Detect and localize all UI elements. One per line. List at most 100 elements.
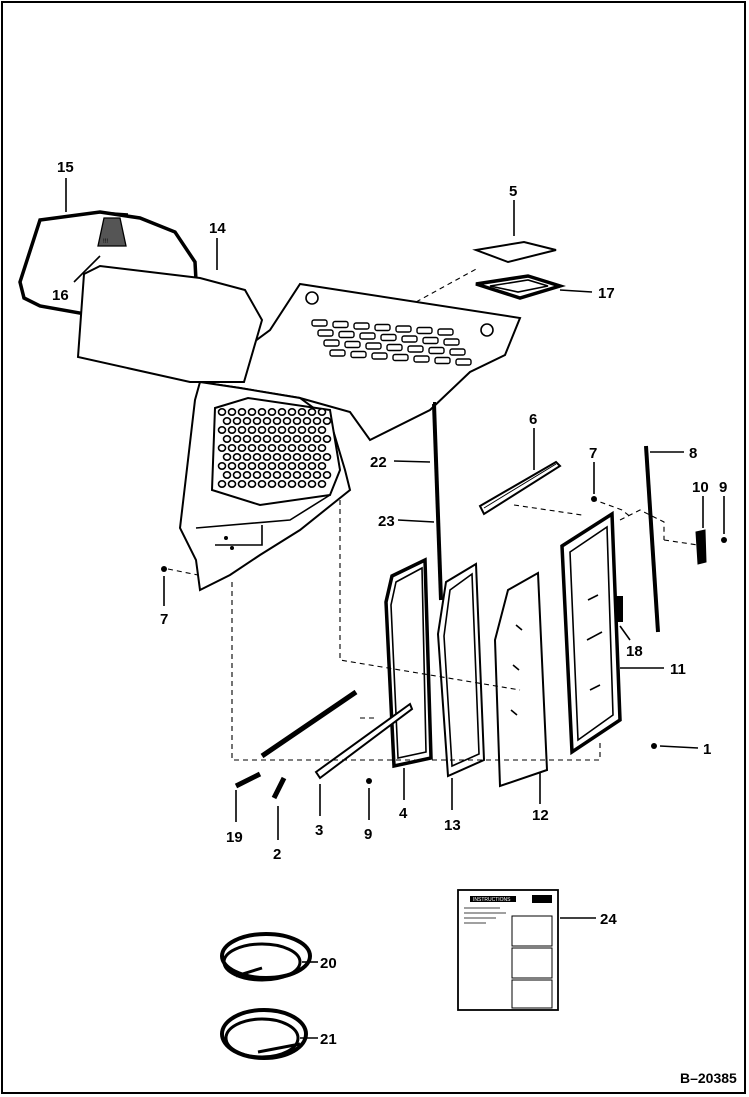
grille-cell (292, 416, 302, 425)
decal-heading: INSTRUCTIONS (473, 897, 511, 903)
front-post-strip (432, 402, 443, 601)
grille-cell (267, 425, 277, 434)
grille-cell (312, 470, 322, 479)
grille-mesh (217, 407, 332, 488)
grille-cell (237, 407, 247, 416)
callout-6: 6 (529, 411, 537, 428)
grille-cell (297, 461, 307, 470)
roof-vent-slot (416, 326, 433, 335)
roof-vent-slot (395, 325, 412, 333)
callout-5: 5 (509, 183, 517, 200)
grille-cell (287, 461, 297, 470)
latch-bracket (695, 529, 707, 565)
grille-cell (282, 452, 292, 461)
grille-cell (312, 452, 322, 461)
grille-cell (322, 416, 332, 425)
roof-vent-slot (443, 338, 460, 346)
roof-vent-slot (350, 350, 367, 359)
left-screw (161, 566, 167, 572)
grille-cell (302, 434, 312, 443)
grille-cell (317, 479, 327, 488)
callout-2: 2 (273, 846, 281, 863)
grille-cell (242, 470, 252, 479)
figure-reference: B–20385 (680, 1070, 737, 1086)
lower-door-seal-strip (234, 689, 358, 789)
grille-cell (237, 443, 247, 452)
grille-cell (262, 452, 272, 461)
roof-vent-slot (317, 329, 334, 337)
grille-cell (222, 416, 232, 425)
roof-vent-slot (311, 319, 328, 327)
seal-coil-lower (220, 1008, 308, 1060)
grille-cell (262, 416, 272, 425)
latch-rod (644, 445, 660, 633)
grille-cell (307, 461, 317, 470)
callout-21: 21 (320, 1031, 337, 1048)
grille-cell (297, 407, 307, 416)
roof-vent-slot (374, 323, 391, 332)
callout-22: 22 (370, 454, 387, 471)
grille-cell (317, 425, 327, 434)
grille-cell (227, 461, 237, 470)
grille-cell (227, 407, 237, 416)
grille-cell (252, 434, 262, 443)
grille-cell (307, 443, 317, 452)
grille-cell (287, 425, 297, 434)
grille-cell (247, 425, 257, 434)
roof-vent-slot (365, 342, 382, 350)
callout-labels: 15 16 14 5 17 22 23 6 7 8 10 9 7 18 11 1… (52, 159, 727, 1048)
grille-cell (222, 470, 232, 479)
callout-15: 15 (57, 159, 74, 176)
instructions-decal: INSTRUCTIONS (457, 889, 559, 1011)
door-hinge-bar (478, 460, 562, 516)
grille-cell (292, 470, 302, 479)
right-screw (591, 496, 597, 502)
grille-cell (257, 479, 267, 488)
callout-13: 13 (444, 817, 461, 834)
roof-vent-slot (392, 353, 409, 362)
grille-cell (262, 434, 272, 443)
roof-vent-slot (428, 346, 445, 355)
grille-cell (282, 470, 292, 479)
roof-vent-slot (422, 336, 439, 345)
grille-cell (257, 407, 267, 416)
callout-10: 10 (692, 479, 709, 496)
grille-cell (257, 425, 267, 434)
roof-vent-slot (455, 358, 472, 366)
assembly-lines (167, 267, 699, 761)
grille-cell (257, 461, 267, 470)
latch-nut (721, 537, 727, 543)
grille-cell (217, 407, 227, 416)
grille-cell (217, 425, 227, 434)
callout-12: 12 (532, 807, 549, 824)
roof-vent-slots (311, 319, 472, 366)
grille-cell (297, 443, 307, 452)
callout-4: 4 (399, 805, 408, 822)
roof-vent-slot (401, 335, 418, 343)
grille-cell (242, 452, 252, 461)
grille-cell (277, 479, 287, 488)
grille-cell (262, 470, 272, 479)
grille-cell (317, 461, 327, 470)
roof-vent-slot (380, 333, 397, 342)
callout-3: 3 (315, 822, 323, 839)
callout-20: 20 (320, 955, 337, 972)
grille-cell (247, 407, 257, 416)
roof-vent-slot (449, 348, 466, 356)
top-window-seal (475, 274, 566, 300)
grille-cell (237, 479, 247, 488)
roof-vent-slot (323, 339, 340, 347)
grille-cell (242, 416, 252, 425)
door-handle (616, 596, 623, 622)
short-seal-strip (271, 776, 287, 800)
callout-1: 1 (703, 741, 711, 758)
grille-cell (267, 407, 277, 416)
grille-cell (267, 479, 277, 488)
grille-cell (252, 416, 262, 425)
grille-cell (272, 470, 282, 479)
grille-cell (217, 479, 227, 488)
grille-cell (302, 416, 312, 425)
top-window-panel (472, 240, 557, 264)
grille-cell (312, 416, 322, 425)
roof-vent-slot (338, 330, 355, 339)
